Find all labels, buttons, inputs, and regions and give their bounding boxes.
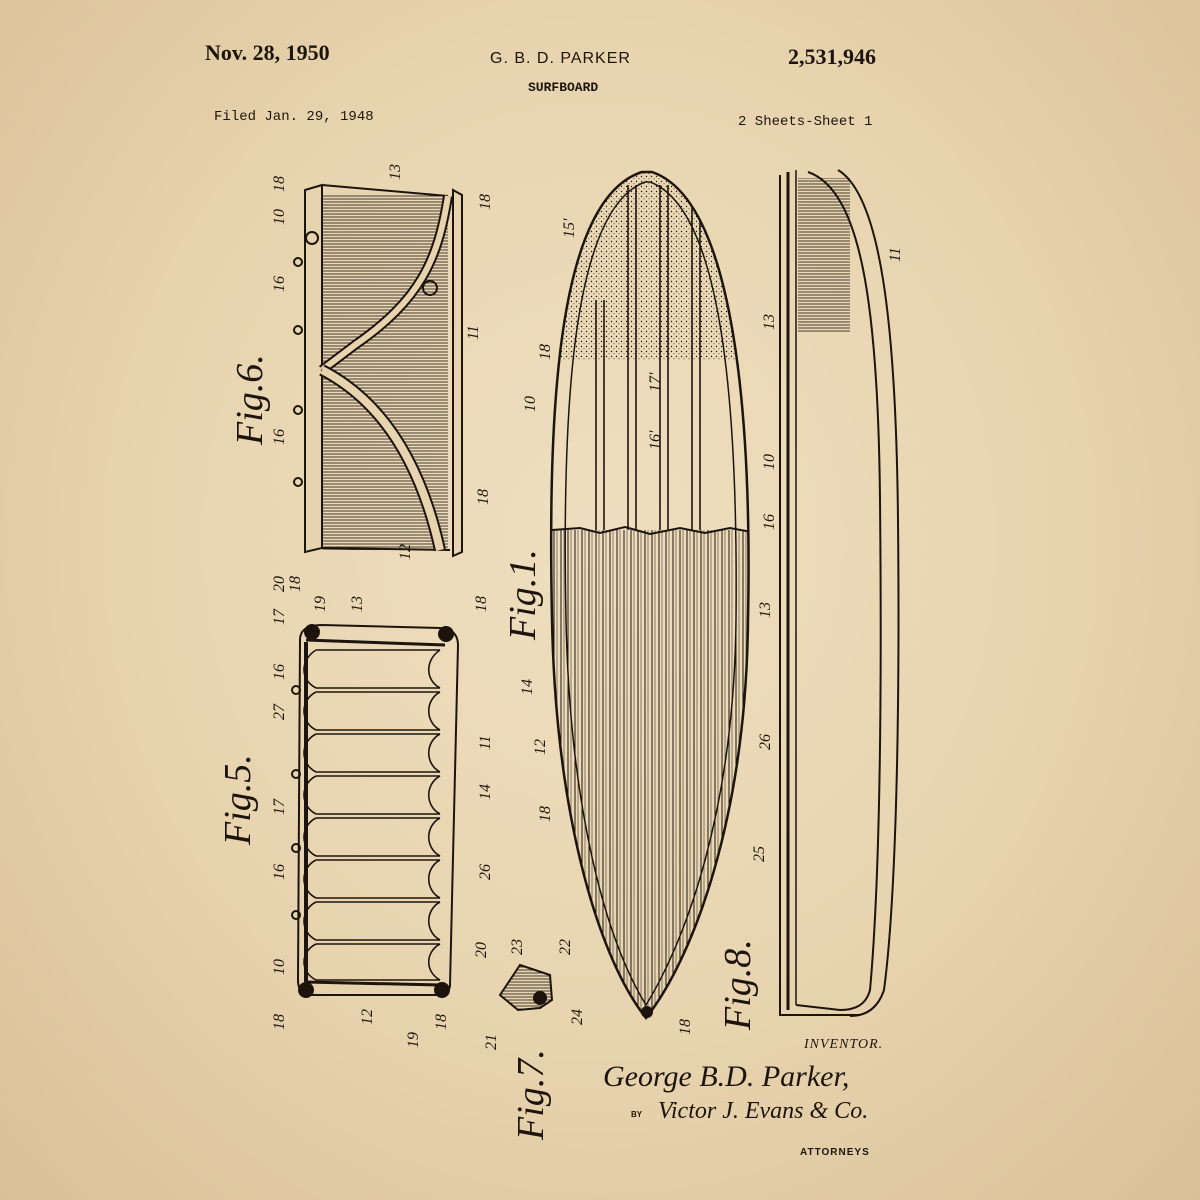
ref-18: 18 <box>677 1019 694 1035</box>
ref-18: 18 <box>475 489 492 505</box>
inventor-label: INVENTOR. <box>804 1037 884 1052</box>
ref-27: 27 <box>271 703 288 720</box>
ref-16: 16 <box>761 514 778 530</box>
ref-22: 22 <box>557 939 574 955</box>
ref-18: 18 <box>271 176 288 192</box>
ref-18: 18 <box>477 194 494 210</box>
ref-12: 12 <box>532 739 549 755</box>
ref-25: 25 <box>751 846 768 862</box>
inventor-signature: George B.D. Parker, <box>603 1060 850 1093</box>
fig7-label: Fig.7. <box>510 1049 552 1141</box>
fig6-drawing <box>293 183 463 558</box>
fig6-label: Fig.6. <box>229 354 271 446</box>
sheet-number: 2 Sheets-Sheet 1 <box>738 114 873 130</box>
fig5-drawing <box>291 623 460 998</box>
ref-19: 19 <box>405 1032 422 1048</box>
patent-title: SURFBOARD <box>528 80 599 95</box>
patent-date: Nov. 28, 1950 <box>205 40 330 65</box>
ref-10: 10 <box>761 454 778 470</box>
ref-13: 13 <box>761 314 778 330</box>
ref-14: 14 <box>477 784 494 800</box>
ref-18: 18 <box>473 596 490 612</box>
ref-17: 17 <box>271 608 288 625</box>
ref-13: 13 <box>387 164 404 180</box>
ref-18: 18 <box>433 1014 450 1030</box>
ref-26: 26 <box>757 734 774 750</box>
ref-16p: 16' <box>647 430 664 450</box>
patent-number: 2,531,946 <box>788 44 876 69</box>
ref-13: 13 <box>349 596 366 612</box>
ref-12: 12 <box>359 1009 376 1025</box>
ref-21: 21 <box>483 1034 500 1050</box>
ref-18: 18 <box>271 1014 288 1030</box>
ref-11: 11 <box>887 247 904 262</box>
fig8-label: Fig.8. <box>717 939 759 1031</box>
by-label: BY <box>631 1110 643 1119</box>
ref-17p: 17' <box>647 372 664 392</box>
attorney-signature: Victor J. Evans & Co. <box>658 1098 869 1124</box>
ref-11: 11 <box>477 735 494 750</box>
fig5-label: Fig.5. <box>217 754 259 846</box>
ref-20: 20 <box>473 942 490 958</box>
ref-24: 24 <box>569 1009 586 1025</box>
ref-19: 19 <box>312 596 329 612</box>
ref-11: 11 <box>465 325 482 340</box>
fig8-drawing <box>779 169 900 1017</box>
fig7-drawing <box>498 963 554 1012</box>
inventor-name: G. B. D. PARKER <box>490 50 631 67</box>
ref-18: 18 <box>537 806 554 822</box>
ref-17: 17 <box>271 798 288 815</box>
ref-26: 26 <box>477 864 494 880</box>
ref-23: 23 <box>509 939 526 955</box>
ref-14: 14 <box>519 679 536 695</box>
ref-12: 12 <box>397 544 414 560</box>
ref-10: 10 <box>271 209 288 225</box>
ref-16: 16 <box>271 664 288 680</box>
ref-10: 10 <box>271 959 288 975</box>
fig1-label: Fig.1. <box>502 549 544 641</box>
filed-date: Filed Jan. 29, 1948 <box>214 109 374 125</box>
ref-13: 13 <box>757 602 774 618</box>
fig1-drawing <box>549 170 750 1021</box>
ref-18: 18 <box>287 576 304 592</box>
ref-18: 18 <box>537 344 554 360</box>
ref-20: 20 <box>271 576 288 592</box>
ref-16: 16 <box>271 276 288 292</box>
reference-numerals: 18 10 13 18 16 11 16 18 12 20 18 19 13 1… <box>271 164 904 1050</box>
ref-15p: 15' <box>561 218 578 238</box>
fig5-tubes <box>303 649 441 981</box>
ref-10: 10 <box>522 396 539 412</box>
attorneys-label: ATTORNEYS <box>800 1147 870 1158</box>
ref-16: 16 <box>271 864 288 880</box>
ref-16: 16 <box>271 429 288 445</box>
